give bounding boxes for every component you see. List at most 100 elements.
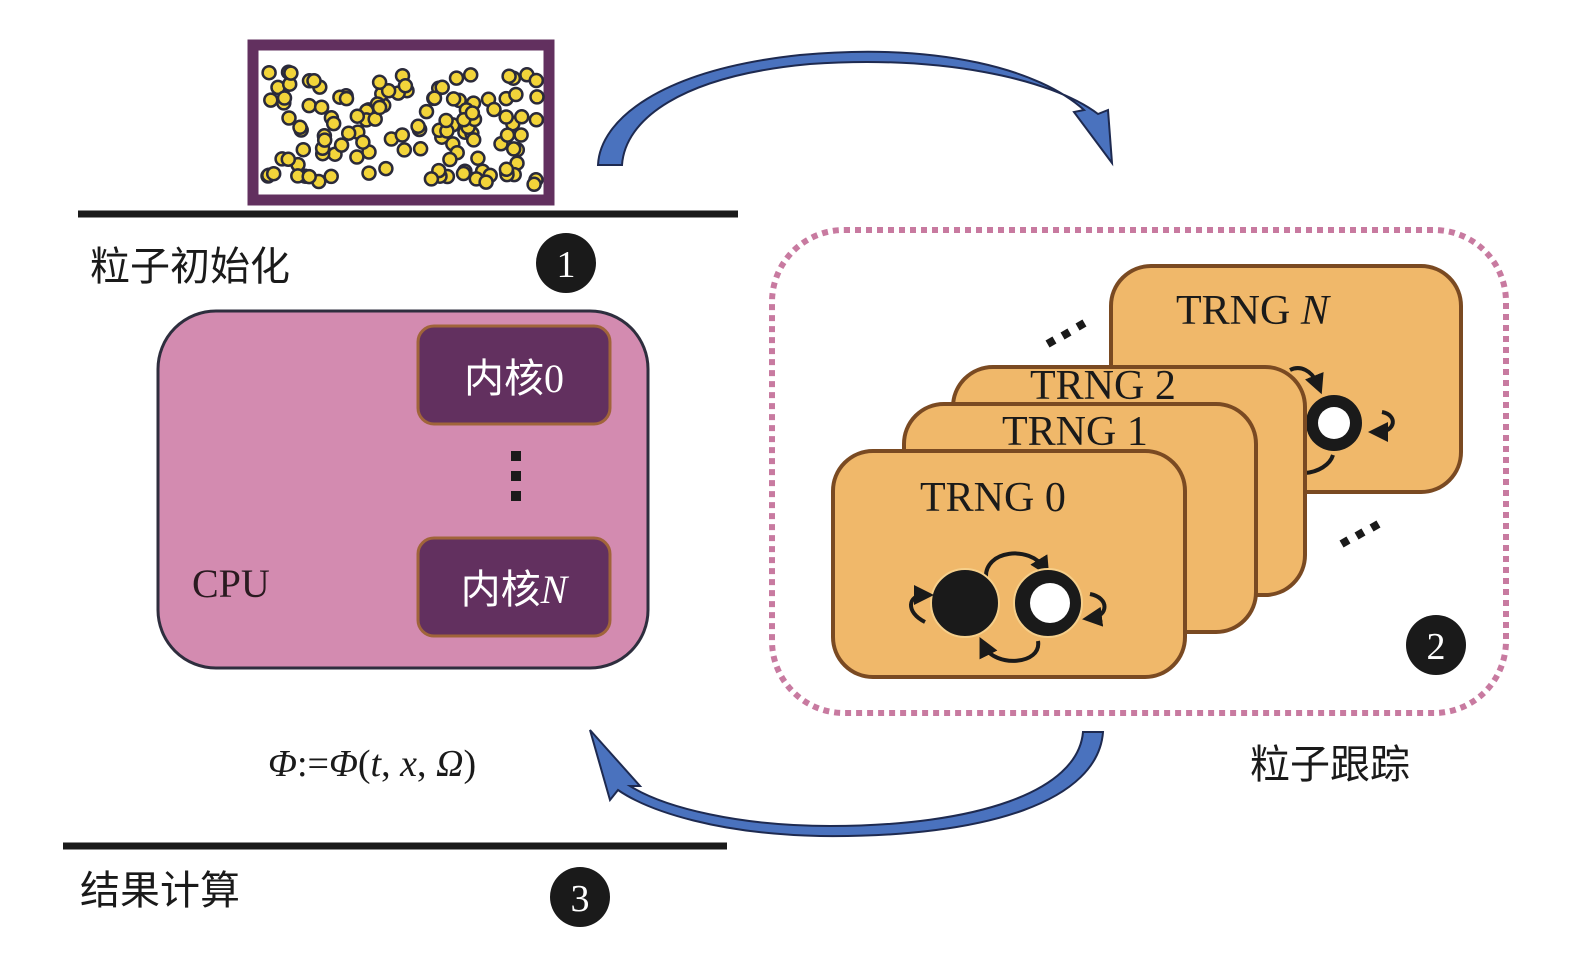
trng-card-label: TRNG N xyxy=(1176,288,1331,334)
badge-number: 2 xyxy=(1427,626,1446,668)
particle xyxy=(445,91,462,107)
ellipsis-dot xyxy=(1060,328,1072,340)
particle xyxy=(338,90,355,107)
trng-ellipsis-bottom xyxy=(1339,520,1381,548)
particle xyxy=(526,176,542,193)
particle xyxy=(418,103,435,120)
core-label: 内核0 xyxy=(464,356,564,402)
stage-3-label: 结果计算 xyxy=(80,868,240,914)
core-label-index: N xyxy=(540,567,570,612)
trng-label-index: 0 xyxy=(1045,475,1066,521)
cpu-box: CPU 内核0 内核N xyxy=(156,309,650,670)
self-loop-arrow-left xyxy=(909,585,934,624)
formula-assign: := xyxy=(297,743,329,785)
particle xyxy=(470,150,486,167)
trng-card-label: TRNG 1 xyxy=(1002,409,1148,455)
particle xyxy=(325,115,342,132)
state-diagram xyxy=(1289,366,1395,475)
formula-comma: , xyxy=(417,743,436,785)
particle xyxy=(378,160,394,177)
stage-1-badge: 1 xyxy=(536,233,596,293)
particle xyxy=(501,68,517,84)
ellipsis-dot xyxy=(511,491,521,501)
particle xyxy=(505,141,522,157)
trng-card-label: TRNG 0 xyxy=(920,475,1066,521)
particle xyxy=(355,134,371,150)
transition-arrow-bottom xyxy=(1304,454,1335,475)
particle xyxy=(313,99,330,115)
transition-arrow-top xyxy=(983,551,1050,579)
state-circle-filled xyxy=(930,568,1000,638)
stage-2-label: 粒子跟踪 xyxy=(1250,742,1410,788)
particle xyxy=(434,79,450,96)
particle xyxy=(261,64,277,81)
particle xyxy=(455,165,472,182)
trng-label-index: N xyxy=(1300,288,1331,334)
particle xyxy=(349,108,366,124)
trng-ellipsis-top xyxy=(1045,319,1087,348)
particle xyxy=(301,97,317,114)
particle xyxy=(426,90,443,106)
core-label-index: 0 xyxy=(544,356,564,401)
formula-arg: Ω xyxy=(436,743,463,785)
particle xyxy=(499,127,516,143)
particle xyxy=(292,119,308,136)
trng-card-0: TRNG 0 xyxy=(831,449,1187,679)
trng-label-prefix: TRNG xyxy=(1030,363,1155,409)
particle xyxy=(394,127,411,143)
particle xyxy=(283,65,299,81)
particle xyxy=(361,165,377,181)
particle xyxy=(529,89,545,105)
particle xyxy=(462,67,479,83)
particle xyxy=(306,73,322,89)
particle xyxy=(528,112,545,128)
formula-func: Φ xyxy=(329,743,358,785)
formula-paren-open: ( xyxy=(358,743,371,785)
particle xyxy=(464,105,481,121)
badge-number: 3 xyxy=(571,878,590,920)
formula-arg: x xyxy=(399,743,417,785)
particle xyxy=(513,109,530,125)
particle xyxy=(438,112,454,129)
particle-cloud xyxy=(260,64,545,193)
trng-label-prefix: TRNG xyxy=(1002,409,1127,455)
formula-arg: t xyxy=(371,743,383,785)
core-box xyxy=(416,536,612,638)
particle xyxy=(465,132,482,148)
particle xyxy=(410,118,426,135)
formula-comma: , xyxy=(381,743,400,785)
state-circle-hollow-center xyxy=(1318,407,1350,439)
stage-3-badge: 3 xyxy=(550,867,610,927)
particle xyxy=(486,101,502,118)
particle xyxy=(508,86,524,103)
arrow-tracking-to-result xyxy=(589,729,1105,838)
stage-2-badge: 2 xyxy=(1406,615,1466,675)
particle xyxy=(371,74,388,91)
core-label-prefix: 内核 xyxy=(464,356,544,402)
badge-circle xyxy=(1406,615,1466,675)
particle xyxy=(340,125,357,141)
ellipsis-dot xyxy=(1354,528,1366,540)
arrow-init-to-tracking xyxy=(596,50,1114,167)
badge-number: 1 xyxy=(557,244,576,286)
particle xyxy=(478,174,494,190)
core-box xyxy=(416,324,612,426)
particle xyxy=(498,161,515,178)
transition-arrow-bottom xyxy=(979,637,1041,663)
particle xyxy=(295,141,312,158)
self-loop-arrow-right xyxy=(1082,592,1107,627)
ellipsis-dot xyxy=(511,471,521,481)
result-formula: Φ:=Φ(t, x, Ω) xyxy=(268,743,476,785)
particle xyxy=(448,70,465,86)
particle xyxy=(397,78,414,94)
ellipsis-dot xyxy=(1369,520,1381,532)
trng-card-label: TRNG 2 xyxy=(1030,363,1176,409)
state-diagram xyxy=(909,551,1107,663)
badge-circle xyxy=(536,233,596,293)
cpu-core-n: 内核N xyxy=(416,536,612,638)
particle xyxy=(528,72,545,89)
particle xyxy=(380,83,397,99)
particle xyxy=(276,90,293,106)
particle xyxy=(265,165,282,182)
